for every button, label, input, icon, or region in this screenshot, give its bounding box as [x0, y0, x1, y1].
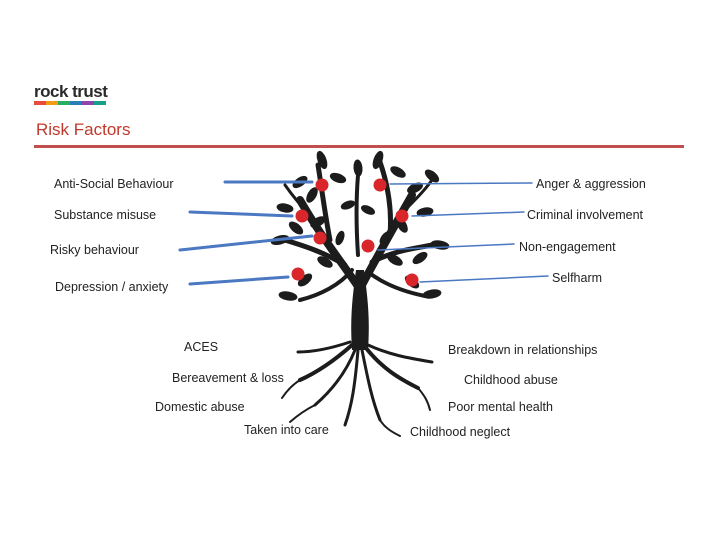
risk-label-left: Substance misuse — [54, 208, 157, 222]
apple — [291, 267, 305, 281]
root-label-left: Taken into care — [244, 423, 329, 437]
apples — [291, 178, 419, 287]
risk-label-left: Anti-Social Behaviour — [54, 177, 174, 191]
connector-arrow — [188, 210, 294, 218]
connector-arrow — [419, 275, 549, 283]
risk-label-right: Anger & aggression — [536, 177, 646, 191]
title-divider — [34, 145, 684, 148]
root-label-left: Domestic abuse — [155, 400, 245, 414]
root-label-right: Poor mental health — [448, 400, 553, 414]
apple — [395, 209, 409, 223]
logo-color-strip — [34, 101, 106, 105]
apple — [313, 231, 327, 245]
root-label-right: Breakdown in relationships — [448, 343, 598, 357]
rock-trust-logo: rock trust — [34, 82, 108, 108]
logo-text: rock trust — [34, 82, 108, 101]
risk-label-right: Selfharm — [552, 271, 603, 285]
connector-arrow — [178, 234, 314, 252]
root-label-left: Bereavement & loss — [172, 371, 284, 385]
connector-arrow — [188, 275, 290, 286]
apple — [373, 178, 387, 192]
apple — [405, 273, 419, 287]
connector-arrow — [389, 182, 533, 185]
apple — [315, 178, 329, 192]
risk-label-left: Depression / anxiety — [55, 280, 169, 294]
page-title: Risk Factors — [36, 120, 131, 139]
root-label-right: Childhood abuse — [464, 373, 558, 387]
connector-arrow — [411, 211, 525, 217]
risk-label-right: Criminal involvement — [527, 208, 644, 222]
root-label-right: Childhood neglect — [410, 425, 511, 439]
tree-illustration — [270, 150, 450, 437]
connector-arrows — [178, 180, 549, 286]
root-label-left: ACES — [184, 340, 219, 354]
apple — [361, 239, 375, 253]
apple — [295, 209, 309, 223]
risk-label-right: Non-engagement — [519, 240, 616, 254]
risk-label-left: Risky behaviour — [50, 243, 139, 257]
connector-arrow — [377, 243, 515, 251]
